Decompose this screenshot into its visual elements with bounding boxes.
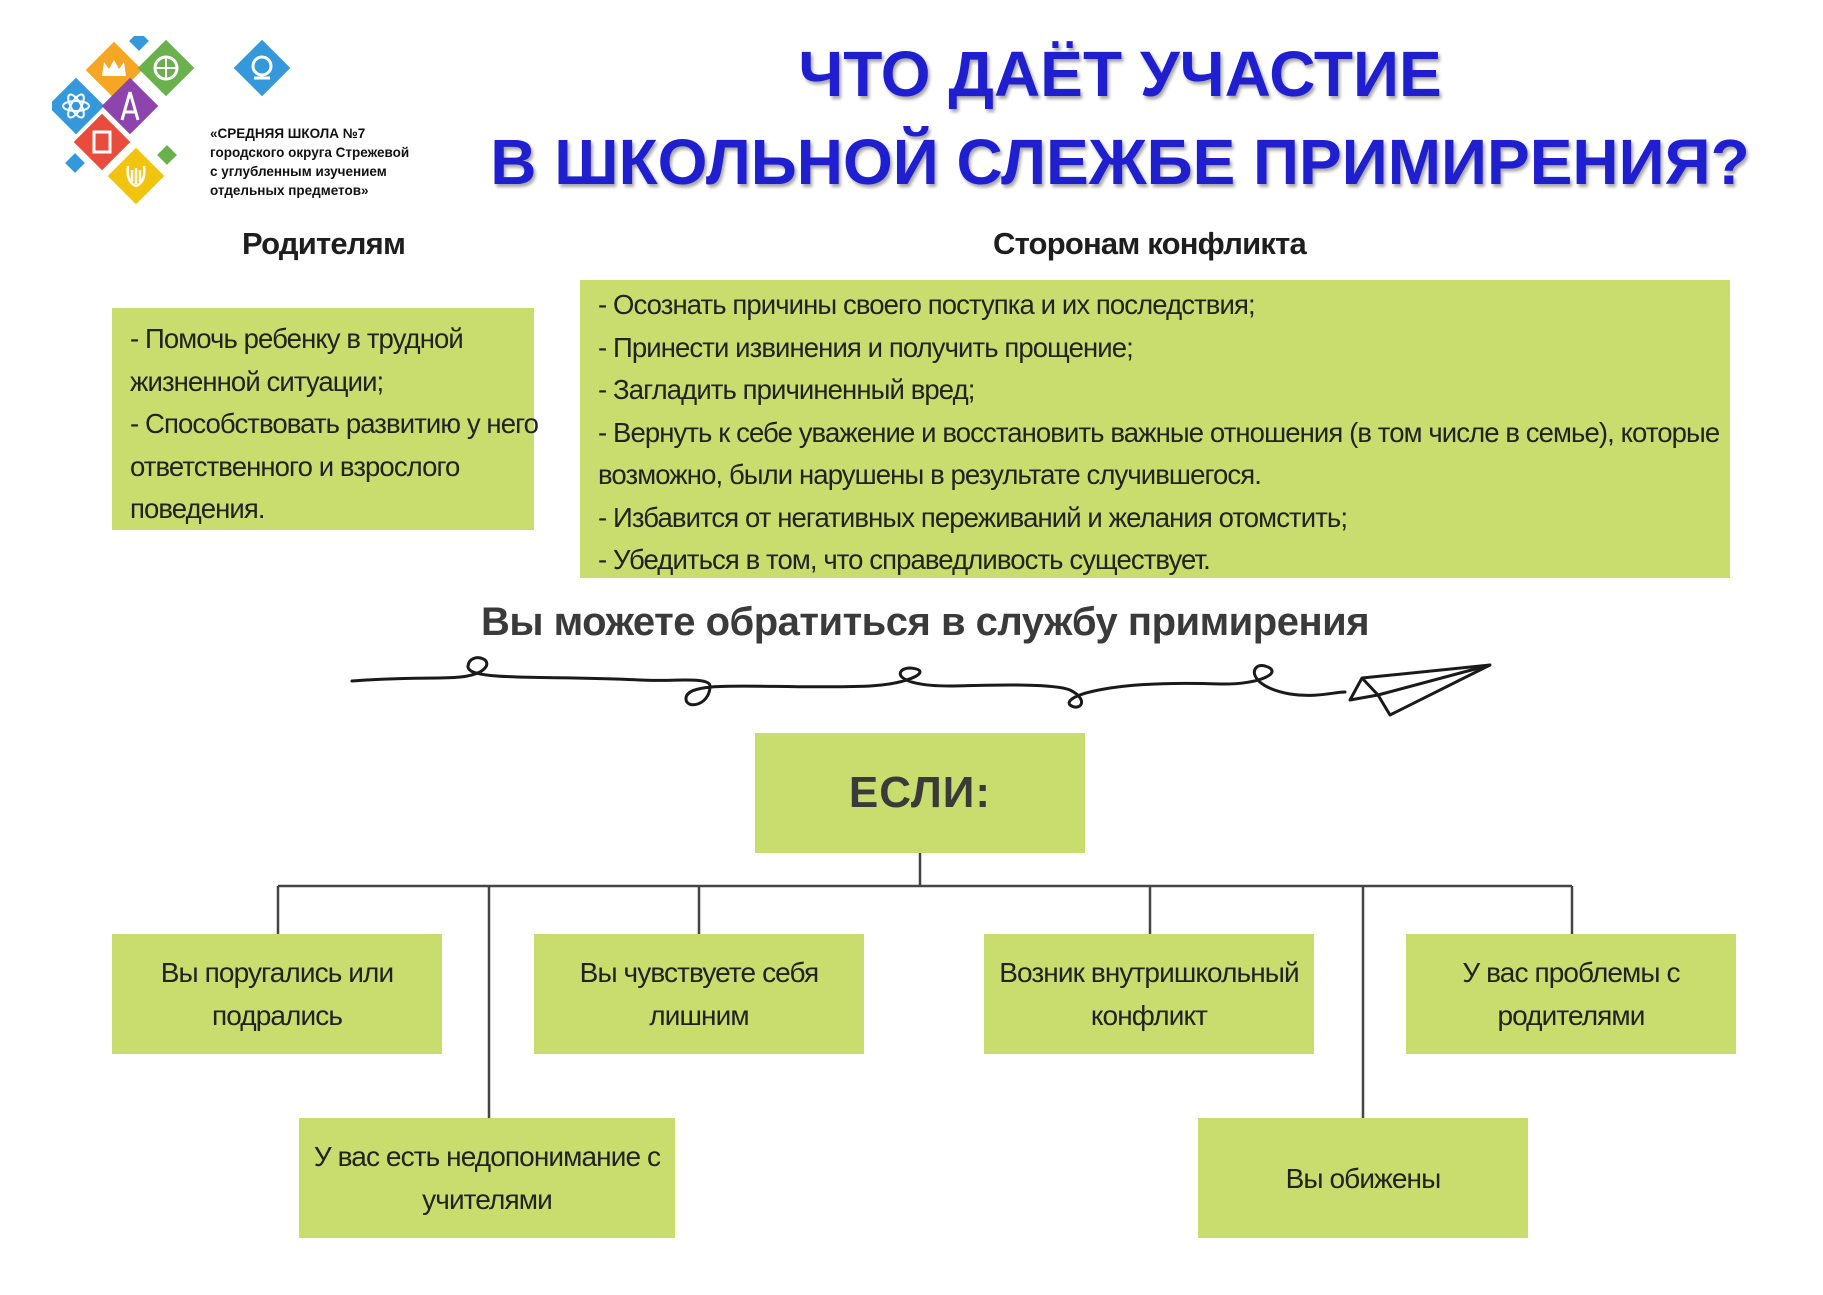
- case-line: У вас есть недопонимание с: [313, 1141, 661, 1172]
- case-text: Вы чувствуете себя лишним: [579, 951, 820, 1037]
- atom-icon: [52, 77, 105, 135]
- book-icon: [73, 113, 131, 171]
- school-name: «СРЕДНЯЯ ШКОЛА №7 городского округа Стре…: [210, 124, 450, 200]
- sides-line: - Осознать причины своего поступка и их …: [598, 289, 1256, 320]
- school-name-line: городского округа Стрежевой: [210, 145, 410, 160]
- case-line: лишним: [649, 1000, 749, 1031]
- parents-heading: Родителям: [242, 226, 406, 261]
- parents-line: ответственного и взрослого: [130, 450, 460, 482]
- tagline: Вы можете обратиться в службу примирения: [480, 600, 1370, 644]
- sides-heading: Сторонам конфликта: [993, 226, 1307, 261]
- case-box-parents-problems: У вас проблемы с родителями: [1406, 934, 1736, 1054]
- page-title: ЧТО ДАЁТ УЧАСТИЕ В ШКОЛЬНОЙ СЛЕЖБЕ ПРИМИ…: [430, 30, 1810, 206]
- lyre-icon: [107, 147, 165, 205]
- case-line: Вы поругались или: [160, 957, 394, 988]
- case-text: Вы поругались или подрались: [160, 951, 394, 1037]
- case-line: подрались: [211, 1000, 343, 1031]
- case-line: конфликт: [1090, 1000, 1208, 1031]
- parents-list: - Помочь ребенку в трудной жизненной сит…: [130, 318, 539, 531]
- case-line: Возник внутришкольный: [999, 957, 1299, 988]
- school-name-line: «СРЕДНЯЯ ШКОЛА №7: [210, 126, 366, 141]
- theater-mask-icon: [233, 39, 291, 97]
- parents-line: жизненной ситуации;: [130, 365, 384, 397]
- sides-line: - Вернуть к себе уважение и восстановить…: [598, 416, 1720, 448]
- logo-accent-diamond: [157, 145, 177, 165]
- case-text: У вас есть недопонимание с учителями: [313, 1135, 661, 1221]
- sides-line: - Принести извинения и получить прощение…: [598, 331, 1134, 363]
- compass-icon: [101, 77, 159, 135]
- school-logo: «СРЕДНЯЯ ШКОЛА №7 городского округа Стре…: [52, 36, 412, 216]
- paper-plane-icon: [1348, 663, 1492, 717]
- sides-box: - Осознать причины своего поступка и их …: [580, 280, 1730, 578]
- case-text: Возник внутришкольный конфликт: [999, 951, 1299, 1037]
- school-name-line: с углубленным изучением: [210, 164, 387, 179]
- parents-line: - Помочь ребенку в трудной: [130, 323, 464, 354]
- if-box: ЕСЛИ:: [755, 733, 1085, 853]
- case-box-offended: Вы обижены: [1198, 1118, 1528, 1238]
- case-box-unwanted: Вы чувствуете себя лишним: [534, 934, 864, 1054]
- school-name-line: отдельных предметов»: [210, 183, 369, 198]
- case-text: У вас проблемы с родителями: [1462, 951, 1680, 1037]
- case-box-quarrel: Вы поругались или подрались: [112, 934, 442, 1054]
- case-line: родителями: [1497, 1000, 1645, 1031]
- logo-accent-diamond: [129, 36, 149, 51]
- sides-line: - Убедиться в том, что справедливость су…: [598, 544, 1211, 575]
- if-label: ЕСЛИ:: [848, 768, 992, 817]
- globe-icon: [137, 39, 195, 97]
- sides-line: - Избавится от негативных переживаний и …: [598, 501, 1348, 533]
- logo-accent-diamond: [65, 153, 85, 173]
- logo-mosaic: [52, 36, 195, 205]
- sides-line: возможно, были нарушены в результате слу…: [598, 459, 1262, 490]
- parents-box: - Помочь ребенку в трудной жизненной сит…: [112, 308, 539, 531]
- case-line: учителями: [422, 1184, 553, 1215]
- sides-list: - Осознать причины своего поступка и их …: [598, 284, 1720, 582]
- squiggle-decoration: [350, 656, 1492, 717]
- case-text: Вы обижены: [1285, 1157, 1442, 1200]
- parents-line: - Способствовать развитию у него: [130, 408, 539, 439]
- case-line: Вы обижены: [1285, 1162, 1442, 1194]
- title-line-1: ЧТО ДАЁТ УЧАСТИЕ: [798, 38, 1442, 110]
- case-box-teachers: У вас есть недопонимание с учителями: [299, 1118, 675, 1238]
- parents-line: поведения.: [130, 493, 266, 524]
- case-line: У вас проблемы с: [1462, 957, 1680, 988]
- title-line-2: В ШКОЛЬНОЙ СЛЕЖБЕ ПРИМИРЕНИЯ?: [490, 126, 1750, 198]
- sides-line: - Загладить причиненный вред;: [598, 374, 975, 405]
- case-box-school-conflict: Возник внутришкольный конфликт: [984, 934, 1314, 1054]
- case-line: Вы чувствуете себя: [579, 957, 820, 988]
